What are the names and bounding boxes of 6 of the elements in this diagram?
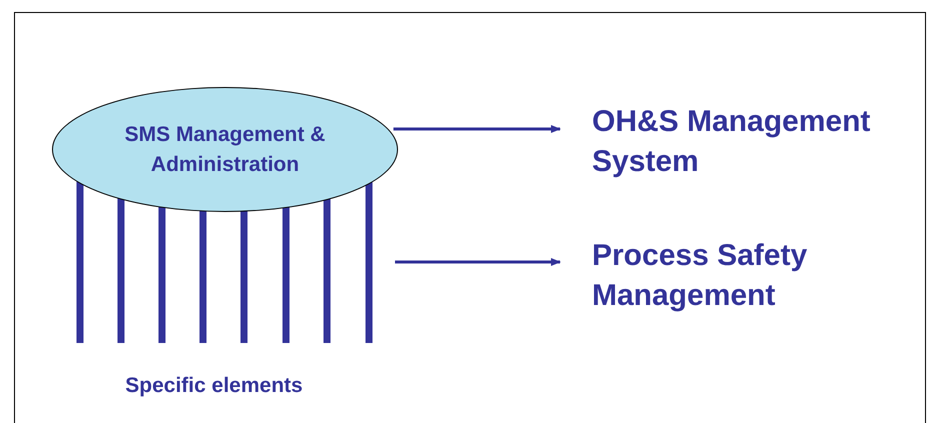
arrow bbox=[395, 258, 561, 266]
heading-text: OH&S Management System bbox=[592, 104, 872, 180]
arrow bbox=[393, 125, 561, 133]
node-label: SMS Management & Administration bbox=[124, 122, 326, 178]
heading-text: Process Safety Management bbox=[592, 238, 808, 314]
caption-text: Specific elements bbox=[124, 373, 304, 399]
